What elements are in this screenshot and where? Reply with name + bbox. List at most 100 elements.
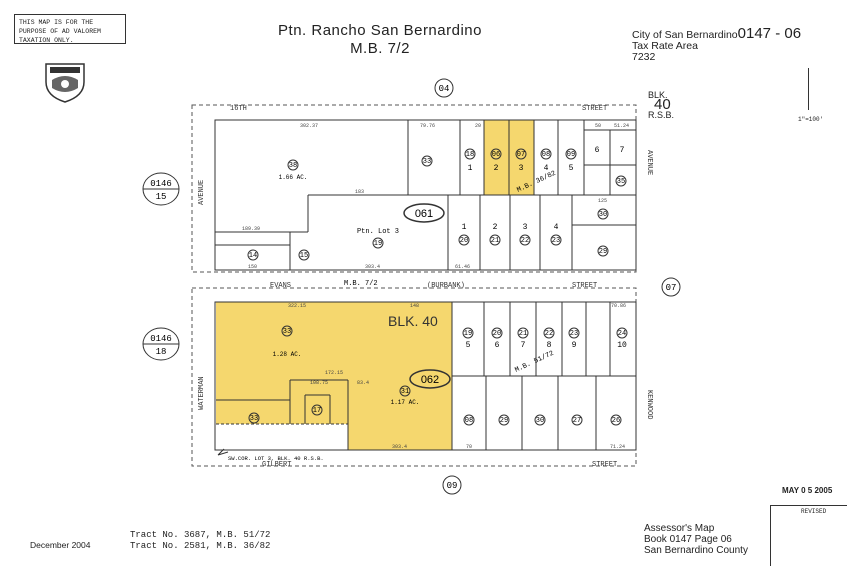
dim-7124: 71.24: [610, 444, 625, 450]
parcel-09: 09: [567, 151, 575, 159]
dim-6146: 61.46: [455, 264, 470, 270]
received-stamp: MAY 0 5 2005: [782, 486, 833, 495]
apn-number: 0147 - 06: [737, 25, 802, 42]
street-east-lower: KENWOOD: [645, 390, 653, 419]
lot-4-upper: 4: [544, 164, 549, 173]
dim-50: 50: [595, 123, 601, 129]
parcel-18: 18: [466, 151, 474, 159]
dim-18939: 189.39: [242, 226, 260, 232]
parcel-38-acres: 1.66 AC.: [279, 174, 308, 181]
parcel-27-lower: 27: [573, 417, 581, 425]
book-page-upper: 061: [403, 203, 445, 223]
page-bubble-bottom-text: 09: [447, 481, 458, 491]
parcel-14: 14: [249, 252, 257, 260]
parcel-31: 31: [401, 388, 409, 396]
parcel-31-acres: 1.17 AC.: [391, 399, 420, 406]
parcel-29-upper: 29: [599, 248, 607, 256]
dim-3034b: 303.4: [392, 444, 407, 450]
lot-10-lower: 10: [617, 341, 627, 350]
lower-parcel-numbers: 33 1.28 AC. 31 1.17 AC. 17 33 19 5 20 6 …: [248, 325, 628, 426]
left-bubble-upper-book: 0146: [150, 179, 172, 189]
parcel-21-upper: 21: [491, 237, 499, 245]
lot-7-upper: 7: [620, 146, 625, 155]
street-north-type: STREET: [582, 105, 607, 113]
lot-7-lower: 7: [521, 341, 526, 350]
left-bubble-lower: 0146 18: [142, 327, 180, 361]
street-middle-alt: (BURBANK): [427, 282, 465, 290]
parcel-24-lower: 24: [618, 330, 626, 338]
block-label-text: BLK.: [648, 90, 668, 100]
tax-rate-label: Tax Rate Area: [632, 40, 698, 52]
dim-834: 83.4: [357, 380, 369, 386]
lower-block-lines: [214, 301, 637, 451]
page-bubble-top-text: 04: [439, 84, 450, 94]
corner-arrow-icon: [217, 448, 229, 456]
lot-2-mid: 2: [493, 223, 498, 232]
dim-70: 70: [466, 444, 472, 450]
tax-rate-value: 7232: [632, 51, 656, 63]
dim-3034: 303.4: [365, 264, 380, 270]
street-north-name: 16TH: [230, 105, 247, 113]
dim-7976: 79.76: [420, 123, 435, 129]
left-bubble-lower-book: 0146: [150, 334, 172, 344]
book-page-lower: 062: [409, 369, 451, 389]
city-header: City of San Bernardino0147 - 06 Tax Rate…: [632, 25, 802, 63]
page-bubble-top: 04: [434, 78, 454, 98]
parcel-33-lower: 33: [283, 328, 291, 336]
parcel-20-lower: 20: [493, 330, 501, 338]
map-title: Ptn. Rancho San Bernardino M.B. 7/2: [250, 22, 510, 58]
dim-322: 322.15: [288, 303, 306, 309]
parcel-19-upper: 19: [374, 240, 382, 248]
assessor-county: San Bernardino County: [644, 545, 748, 556]
street-middle-name: EVANS: [270, 282, 291, 290]
taxation-notice: THIS MAP IS FOR THE PURPOSE OF AD VALORE…: [14, 14, 126, 44]
lot-1-upper: 1: [468, 164, 473, 173]
upper-parcel-numbers: 38 1.66 AC. 33 18 1 06 2 07 3 08 4 09 5 …: [247, 146, 627, 261]
dim-10875: 108.75: [310, 380, 328, 386]
lot-9-lower: 9: [572, 341, 577, 350]
dim-148: 148: [410, 303, 419, 309]
revised-label: REVISED: [801, 508, 827, 515]
city-name: City of San Bernardino: [632, 29, 738, 41]
lot-4-mid: 4: [554, 223, 559, 232]
dim-125: 125: [598, 198, 607, 204]
upper-block-lines: [214, 119, 637, 271]
county-seal-icon: [45, 63, 85, 103]
lot-5-upper: 5: [569, 164, 574, 173]
revised-box: REVISED: [770, 505, 847, 566]
lot-6-lower: 6: [495, 341, 500, 350]
dim-302: 302.37: [300, 123, 318, 129]
parcel-33-acres: 1.28 AC.: [273, 351, 302, 358]
mb-ref-middle: M.B. 7/2: [344, 280, 378, 288]
lot-2-upper: 2: [494, 164, 499, 173]
assessor-title: Assessor's Map: [644, 523, 715, 534]
dimension-labels: 302.37 79.76 20 50 51.24 183 189.39 150 …: [242, 123, 629, 450]
parcel-35: 35: [617, 178, 625, 186]
lot-1-mid: 1: [462, 223, 467, 232]
scale-label: 1"=100': [798, 116, 824, 123]
tract-ref-1: Tract No. 3687, M.B. 51/72: [130, 530, 271, 540]
parcel-22-lower: 22: [545, 330, 553, 338]
assessor-book-page: Book 0147 Page 06: [644, 534, 732, 545]
street-south-name: GILBERT: [262, 461, 291, 469]
title-line-1: Ptn. Rancho San Bernardino: [278, 22, 482, 39]
lot-3-upper: 3: [519, 164, 524, 173]
parcel-29-lower: 29: [500, 417, 508, 425]
dim-20: 20: [475, 123, 481, 129]
left-bubble-upper: 0146 15: [142, 172, 180, 206]
big-block-label: BLK. 40: [388, 313, 438, 329]
lot-3-mid: 3: [523, 223, 528, 232]
lot-5-lower: 5: [466, 341, 471, 350]
street-west-lower: WATERMAN: [198, 376, 206, 410]
dim-5124: 51.24: [614, 123, 629, 129]
book-page-lower-text: 062: [421, 374, 439, 386]
parcel-19-lower: 19: [464, 330, 472, 338]
parcel-30-upper: 30: [599, 211, 607, 219]
page-bubble-bottom: 09: [442, 475, 462, 495]
block-boundary-upper: [191, 104, 637, 273]
street-east-upper: AVENUE: [645, 150, 653, 175]
parcel-38: 38: [289, 162, 297, 170]
parcel-21-lower: 21: [519, 330, 527, 338]
parcel-22-upper: 22: [521, 237, 529, 245]
